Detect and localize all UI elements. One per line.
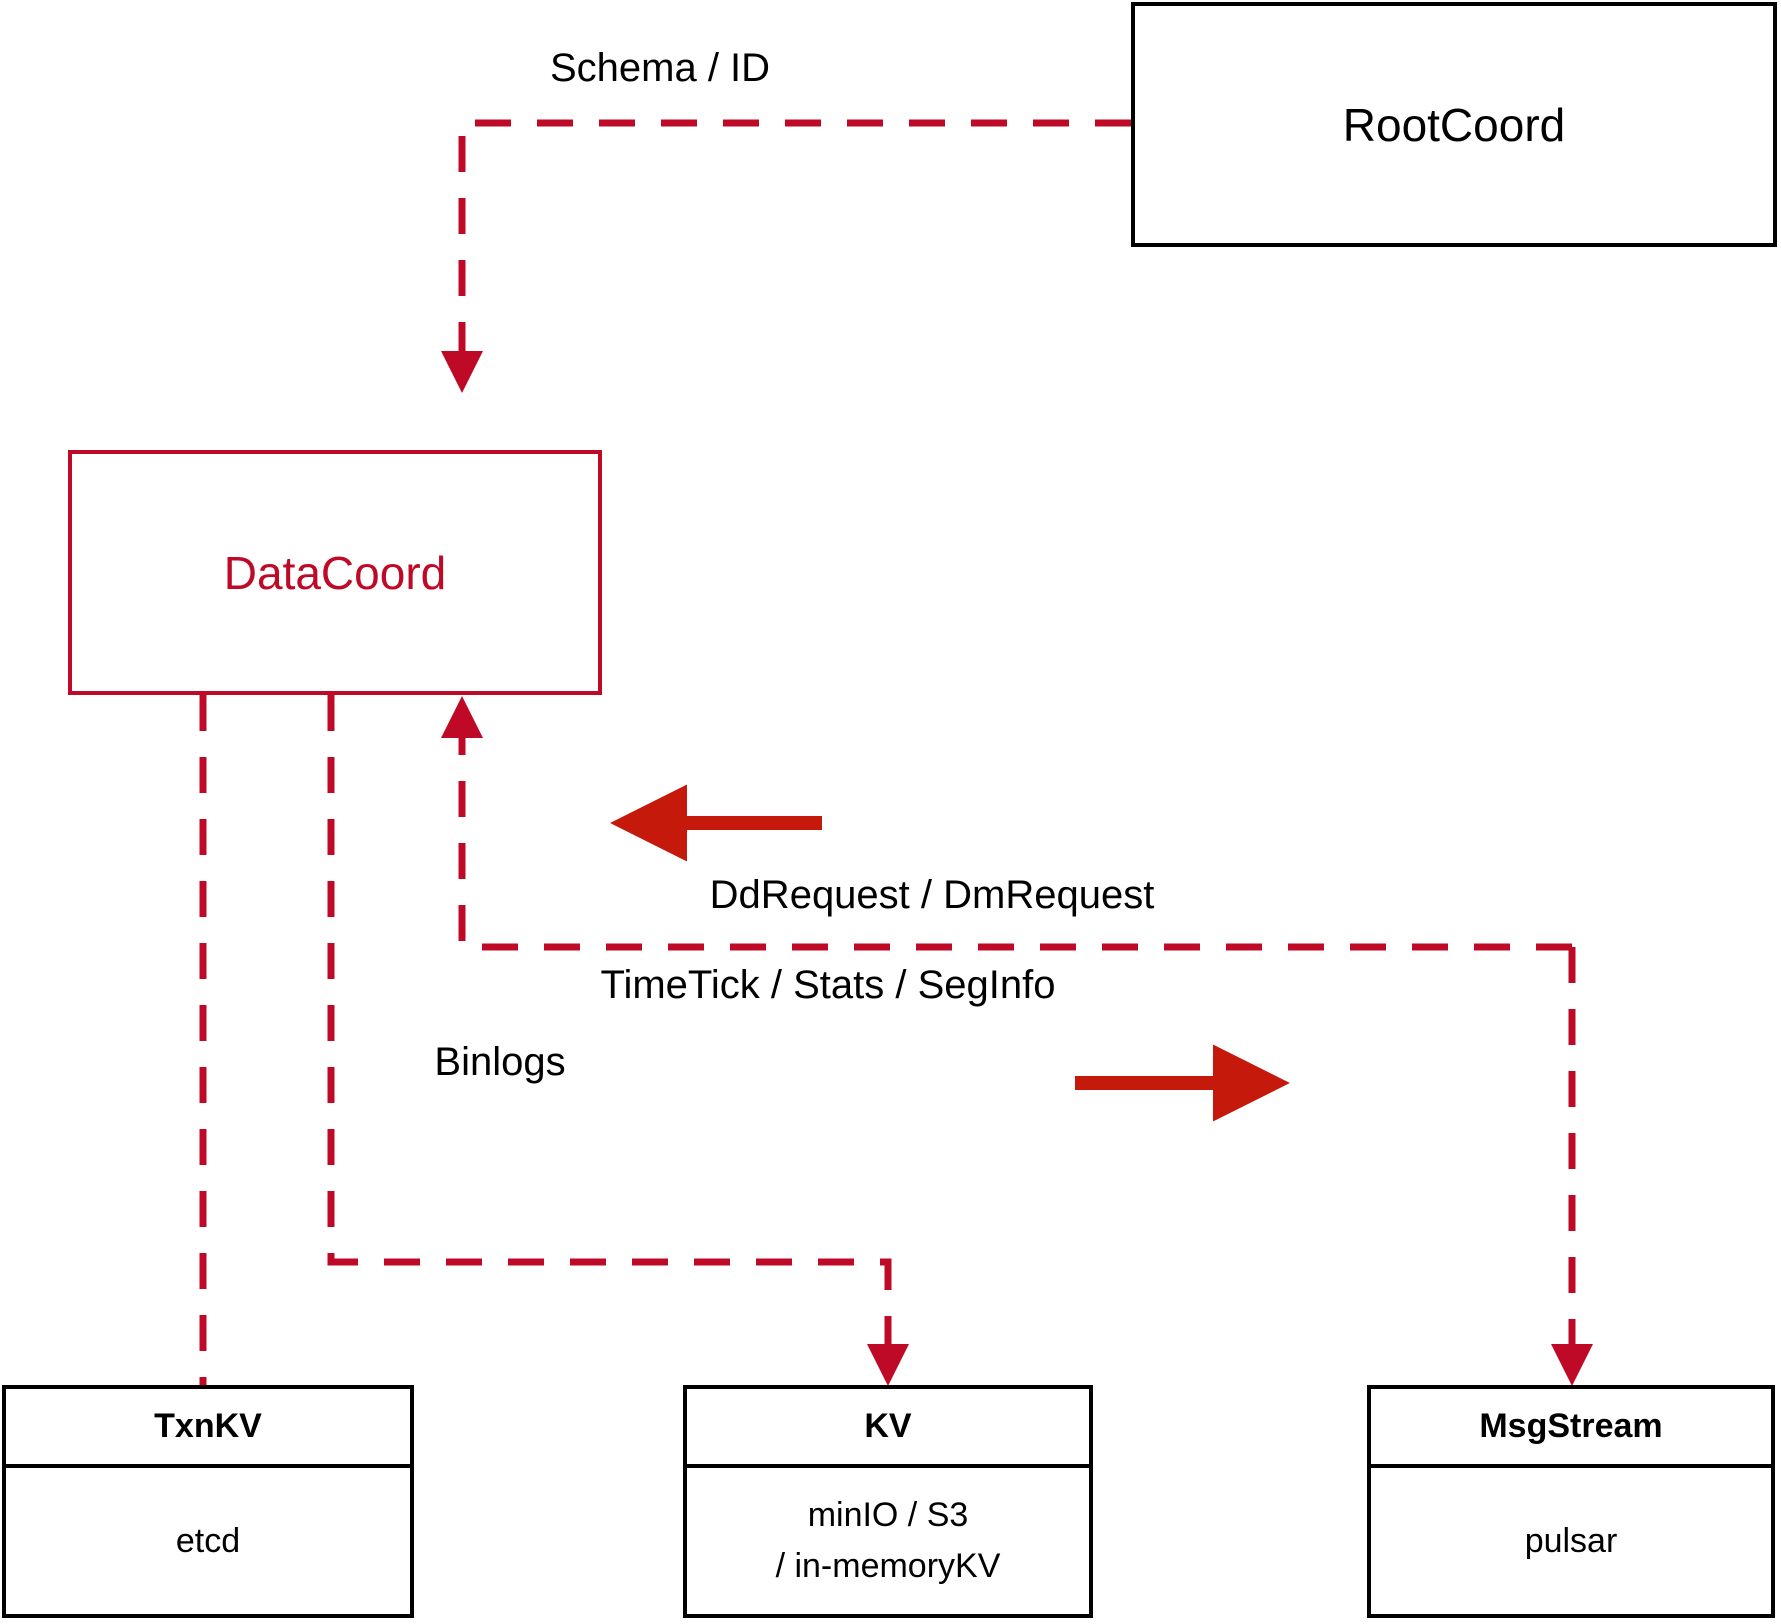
edge-label-timetick-stats-seginfo: TimeTick / Stats / SegInfo (600, 963, 1056, 1007)
node-kv-body-line-1: minIO / S3 (807, 1496, 969, 1534)
node-txnkv-header: TxnKV (6, 1389, 410, 1468)
node-txnkv[interactable]: TxnKV etcd (2, 1385, 414, 1618)
node-msgstream-header: MsgStream (1371, 1389, 1771, 1468)
node-msgstream-body: pulsar (1371, 1468, 1771, 1614)
edge-dd-dm-request (441, 696, 1572, 951)
node-txnkv-body-line: etcd (175, 1521, 241, 1560)
node-kv[interactable]: KV minIO / S3 / in-memoryKV (683, 1385, 1093, 1618)
node-rootcoord[interactable]: RootCoord (1131, 2, 1777, 247)
node-datacoord-label: DataCoord (223, 546, 447, 599)
edge-binlogs (327, 695, 909, 1386)
node-txnkv-body: etcd (6, 1468, 410, 1614)
node-kv-body: minIO / S3 / in-memoryKV (687, 1468, 1089, 1614)
edge-label-schema-id: Schema / ID (549, 46, 771, 90)
edge-label-dd-dm-request: DdRequest / DmRequest (709, 873, 1155, 917)
edge-schema-id (441, 119, 1131, 393)
node-kv-body-line-2: / in-memoryKV (775, 1547, 1001, 1585)
node-rootcoord-label: RootCoord (1342, 98, 1566, 151)
node-datacoord[interactable]: DataCoord (68, 450, 602, 695)
node-msgstream-body-line: pulsar (1524, 1521, 1618, 1560)
node-kv-header: KV (687, 1389, 1089, 1468)
node-msgstream[interactable]: MsgStream pulsar (1367, 1385, 1775, 1618)
edge-label-binlogs: Binlogs (434, 1040, 566, 1084)
